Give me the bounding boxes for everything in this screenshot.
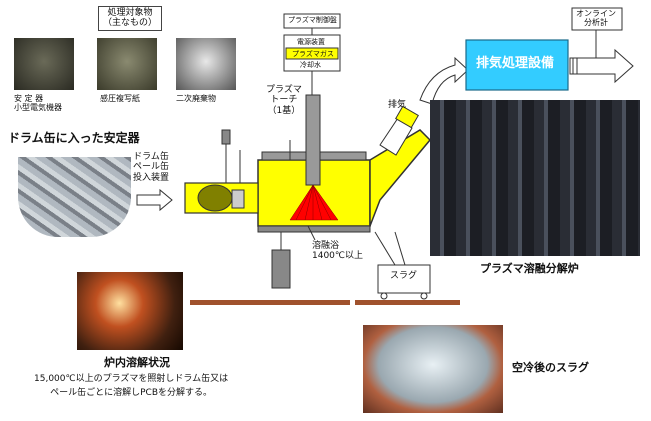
- furnace-inside-photo: [77, 272, 183, 350]
- target-label-secondary: 二次廃棄物: [176, 94, 216, 103]
- drum-photo: [18, 157, 131, 237]
- melt-bath-label: 溶融浴 1400℃以上: [312, 241, 363, 262]
- control-item-water: 冷却水: [300, 61, 321, 69]
- slag-label: スラグ: [390, 271, 418, 281]
- furnace-photo-caption: プラズマ溶融分解炉: [480, 262, 579, 275]
- target-label-ballast-b: 小型電気機器: [14, 103, 62, 113]
- plasma-control-label: プラズマ制御盤: [288, 16, 337, 24]
- torch-line3: （1基）: [267, 105, 301, 116]
- floor-left: [190, 300, 350, 305]
- description: 15,000℃以上のプラズマを照射しドラム缶又は ペール缶ごとに溶解しPCBを分…: [34, 374, 228, 399]
- control-item-power: 電源装置: [297, 38, 325, 46]
- floor-right: [355, 300, 460, 305]
- target-label-paper: 感圧複写紙: [100, 94, 140, 103]
- inside-caption: 炉内溶解状況: [104, 356, 170, 369]
- furnace-body: [257, 129, 432, 233]
- control-panel-box: [283, 34, 341, 95]
- exhaust-facility-box: [465, 39, 569, 91]
- drum-caption: ドラム缶に入った安定器: [8, 131, 140, 145]
- torch-label: プラズマ トーチ （1基）: [266, 85, 302, 116]
- online-analyzer-label: オンライン 分析計: [576, 9, 616, 27]
- target-photo-secondary: [176, 38, 236, 90]
- slag-photo: [363, 325, 503, 413]
- description-line2: ペール缶ごとに溶解しPCBを分解する。: [50, 388, 213, 399]
- slag-caption: 空冷後のスラグ: [512, 361, 589, 374]
- feed-arrow: [136, 188, 173, 212]
- feed-tube: [184, 182, 259, 214]
- plasma-flame: [289, 184, 339, 221]
- plasma-torch: [305, 94, 321, 186]
- melt-bath-pointer: [307, 225, 316, 241]
- control-item-gas: プラズマガス: [292, 50, 334, 58]
- melt-line1: 溶融浴: [312, 241, 340, 251]
- target-photo-paper: [97, 38, 157, 90]
- feed-line1: ドラム缶: [133, 152, 169, 162]
- targets-header-line2: （主なもの）: [103, 18, 158, 29]
- targets-header-line1: 処理対象物: [107, 8, 153, 18]
- online-analyzer-box: [571, 7, 623, 31]
- feed-line2: ペール缶: [133, 162, 170, 173]
- plant-photo: [430, 100, 640, 256]
- torch-line1: プラズマ: [266, 85, 302, 95]
- instrument-posts: [221, 129, 291, 183]
- exhaust-label: 排気: [388, 100, 407, 110]
- out-arrow: [569, 30, 634, 84]
- lift-cylinder: [271, 232, 291, 289]
- feed-line3: 投入装置: [133, 172, 170, 183]
- plasma-control-box: [283, 13, 341, 35]
- feed-device-label: ドラム缶 ペール缶 投入装置: [133, 152, 169, 183]
- exhaust-duct: [379, 105, 419, 156]
- online-line2: 分析計: [584, 18, 608, 28]
- target-photo-ballast: [14, 38, 74, 90]
- target-label-ballast-a: 安 定 器: [14, 94, 44, 103]
- target-label-ballast: 安 定 器 小型電気機器: [14, 94, 62, 112]
- melt-line2: 1400℃以上: [312, 251, 364, 262]
- targets-header: 処理対象物 （主なもの）: [98, 6, 163, 31]
- slag-cart: [374, 231, 431, 300]
- exhaust-arrow: [419, 56, 469, 105]
- exhaust-facility-label: 排気処理設備: [476, 56, 555, 71]
- online-line1: オンライン: [576, 9, 616, 18]
- torch-line2: トーチ: [270, 95, 298, 106]
- description-line1: 15,000℃以上のプラズマを照射しドラム缶又は: [34, 374, 229, 384]
